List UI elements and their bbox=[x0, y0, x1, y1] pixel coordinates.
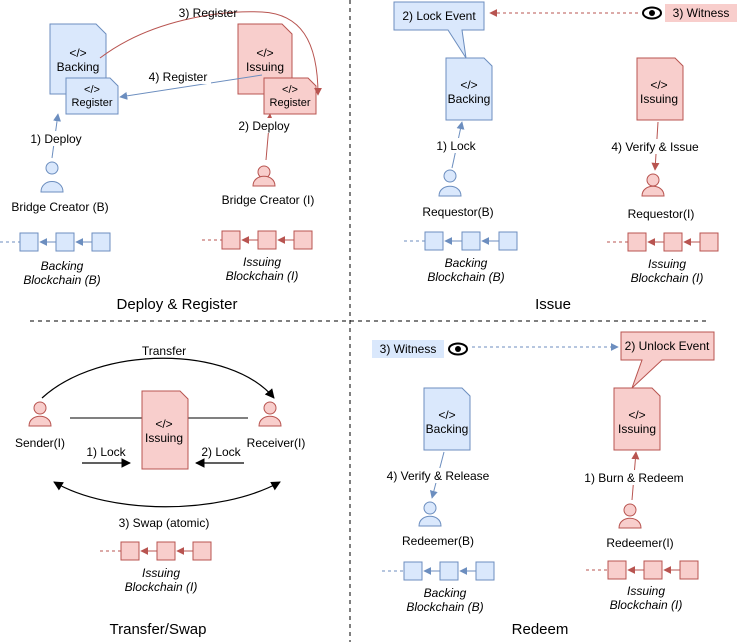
transfer-label: Transfer bbox=[142, 344, 186, 358]
step3-label: 3) Register bbox=[179, 6, 238, 20]
actor-requestor-b bbox=[438, 169, 462, 197]
actor-b-label: Requestor(B) bbox=[422, 205, 493, 219]
register-arrow-3 bbox=[99, 11, 322, 96]
chain-b-label-1: Backing bbox=[41, 259, 84, 273]
backing-contract-doc: </> Backing bbox=[445, 57, 493, 121]
panel-title-redeem: Redeem bbox=[512, 621, 569, 638]
unlock-event-label: 2) Unlock Event bbox=[625, 339, 710, 353]
code-icon: </> bbox=[438, 408, 455, 422]
chain-i-label-1: Issuing bbox=[648, 257, 686, 271]
register-arrow-4 bbox=[119, 74, 263, 100]
chain-b-label-1: Backing bbox=[445, 256, 488, 270]
backing-contract-doc: </> Backing bbox=[423, 387, 471, 451]
step1-label: 1) Burn & Redeem bbox=[584, 471, 683, 485]
issuing-contract-doc: </> Issuing bbox=[636, 57, 684, 121]
backing-register-doc: </> Register bbox=[65, 77, 119, 115]
chain-b-label-1: Backing bbox=[424, 586, 467, 600]
backing-contract-doc: </> Backing bbox=[49, 23, 107, 95]
issuing-label: Issuing bbox=[145, 431, 183, 445]
step2-label: 2) Deploy bbox=[238, 119, 289, 133]
backing-blockchain-b bbox=[382, 561, 495, 581]
lock-event-label: 2) Lock Event bbox=[402, 9, 476, 23]
lock1-label: 1) Lock bbox=[86, 445, 126, 459]
panel-issue: 2) Lock Event 3) Witness </> Backing </>… bbox=[393, 1, 737, 313]
code-icon: </> bbox=[84, 84, 100, 96]
actor-i-label: Redeemer(I) bbox=[606, 536, 673, 550]
backing-label: Backing bbox=[426, 422, 469, 436]
chain-b-label-2: Blockchain (B) bbox=[427, 270, 504, 284]
backing-blockchain-b bbox=[404, 231, 518, 251]
chain-b-label-2: Blockchain (B) bbox=[23, 273, 100, 287]
backing-label: Backing bbox=[448, 92, 491, 106]
issuing-blockchain-i bbox=[100, 541, 212, 561]
step4-label: 4) Verify & Issue bbox=[611, 140, 699, 154]
swap-arrow bbox=[53, 481, 281, 508]
code-icon: </> bbox=[628, 408, 645, 422]
witness-box bbox=[372, 340, 444, 358]
sender-label: Sender(I) bbox=[15, 436, 65, 450]
issuing-contract-doc: </> Issuing bbox=[613, 387, 661, 451]
code-icon: </> bbox=[282, 84, 298, 96]
register-label: Register bbox=[72, 97, 113, 109]
issuing-blockchain-i bbox=[607, 232, 719, 252]
chain-i-label-1: Issuing bbox=[142, 566, 180, 580]
issuing-blockchain-i bbox=[202, 230, 313, 250]
step4-label: 4) Register bbox=[149, 70, 208, 84]
step4-label: 4) Verify & Release bbox=[387, 469, 490, 483]
actor-i-label: Bridge Creator (I) bbox=[222, 193, 315, 207]
chain-i-label-2: Blockchain (I) bbox=[610, 598, 683, 612]
issuing-contract-doc: </> Issuing bbox=[141, 390, 189, 470]
issuing-label: Issuing bbox=[246, 60, 284, 74]
step1-label: 1) Deploy bbox=[30, 132, 81, 146]
issuing-blockchain-i bbox=[586, 560, 699, 580]
chain-i-label-2: Blockchain (I) bbox=[631, 271, 704, 285]
panel-transfer-swap: Transfer Sender(I) Receiver(I) </> Issui… bbox=[15, 344, 305, 638]
chain-i-label-1: Issuing bbox=[627, 584, 665, 598]
actor-requestor-i bbox=[641, 173, 665, 197]
actor-bridge-creator-b bbox=[40, 161, 64, 193]
receiver-label: Receiver(I) bbox=[247, 436, 306, 450]
issuing-register-doc: </> Register bbox=[263, 77, 317, 115]
register-label: Register bbox=[270, 97, 311, 109]
code-icon: </> bbox=[256, 46, 273, 60]
unlock-event-callout: 2) Unlock Event bbox=[620, 331, 715, 389]
issuing-label: Issuing bbox=[618, 422, 656, 436]
panel-deploy-register: </> Backing </> Register </> Issuing </>… bbox=[0, 6, 322, 313]
panel-title-deploy: Deploy & Register bbox=[117, 296, 238, 313]
swap-label: 3) Swap (atomic) bbox=[119, 516, 210, 530]
lock-event-callout: 2) Lock Event bbox=[393, 1, 485, 59]
code-icon: </> bbox=[650, 78, 667, 92]
issuing-label: Issuing bbox=[640, 92, 678, 106]
actor-redeemer-i bbox=[618, 503, 642, 529]
actor-bridge-creator-i bbox=[252, 165, 276, 187]
actor-receiver-i bbox=[258, 401, 282, 427]
chain-i-label-2: Blockchain (I) bbox=[226, 269, 299, 283]
step1-label: 1) Lock bbox=[436, 139, 476, 153]
eye-icon bbox=[448, 342, 468, 356]
backing-label: Backing bbox=[57, 60, 100, 74]
panel-title-issue: Issue bbox=[535, 296, 571, 313]
chain-i-label-1: Issuing bbox=[243, 255, 281, 269]
eye-icon bbox=[642, 6, 662, 20]
chain-i-label-2: Blockchain (I) bbox=[125, 580, 198, 594]
transfer-arrow bbox=[41, 357, 275, 399]
witness-label: 3) Witness bbox=[380, 342, 437, 356]
code-icon: </> bbox=[69, 46, 86, 60]
actor-b-label: Bridge Creator (B) bbox=[11, 200, 108, 214]
actor-i-label: Requestor(I) bbox=[628, 207, 695, 221]
backing-blockchain-b bbox=[0, 232, 111, 252]
panel-redeem: 3) Witness 2) Unlock Event </> Backing <… bbox=[372, 331, 715, 638]
actor-sender-i bbox=[28, 401, 52, 427]
panel-title-transfer: Transfer/Swap bbox=[110, 621, 207, 638]
chain-b-label-2: Blockchain (B) bbox=[406, 600, 483, 614]
code-icon: </> bbox=[155, 417, 172, 431]
actor-b-label: Redeemer(B) bbox=[402, 534, 474, 548]
witness-label: 3) Witness bbox=[673, 6, 730, 20]
actor-redeemer-b bbox=[418, 501, 442, 527]
code-icon: </> bbox=[460, 78, 477, 92]
lock2-label: 2) Lock bbox=[201, 445, 241, 459]
